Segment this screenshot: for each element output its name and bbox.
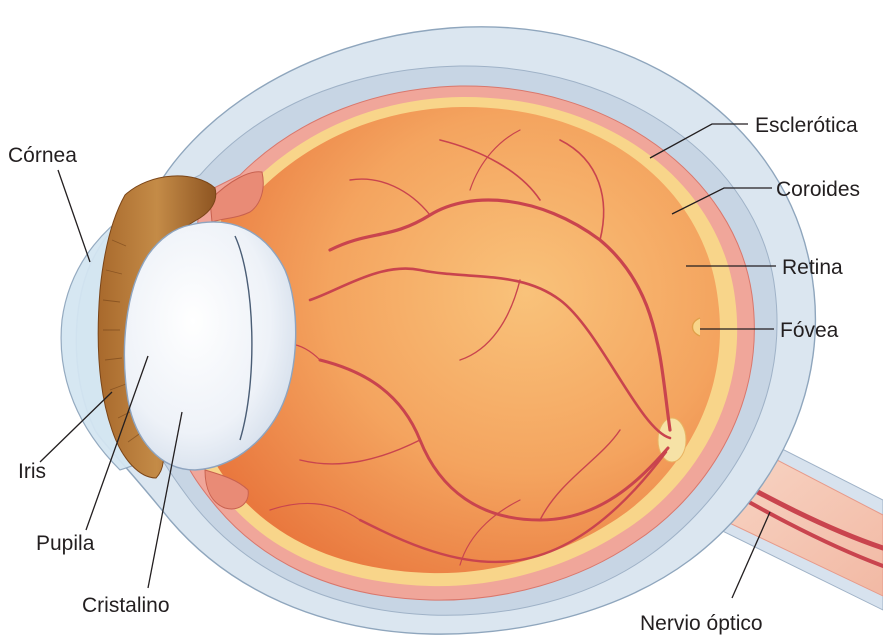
label-coroides: Coroides bbox=[776, 178, 860, 201]
label-nervio-optico: Nervio óptico bbox=[640, 612, 763, 635]
label-retina: Retina bbox=[782, 256, 843, 279]
label-cornea: Córnea bbox=[8, 144, 77, 167]
label-pupila: Pupila bbox=[36, 532, 95, 555]
label-cristalino: Cristalino bbox=[82, 594, 170, 617]
label-fovea: Fóvea bbox=[780, 319, 839, 342]
label-iris: Iris bbox=[18, 460, 46, 483]
leader-cornea bbox=[58, 170, 90, 262]
label-esclerotica: Esclerótica bbox=[755, 114, 858, 137]
